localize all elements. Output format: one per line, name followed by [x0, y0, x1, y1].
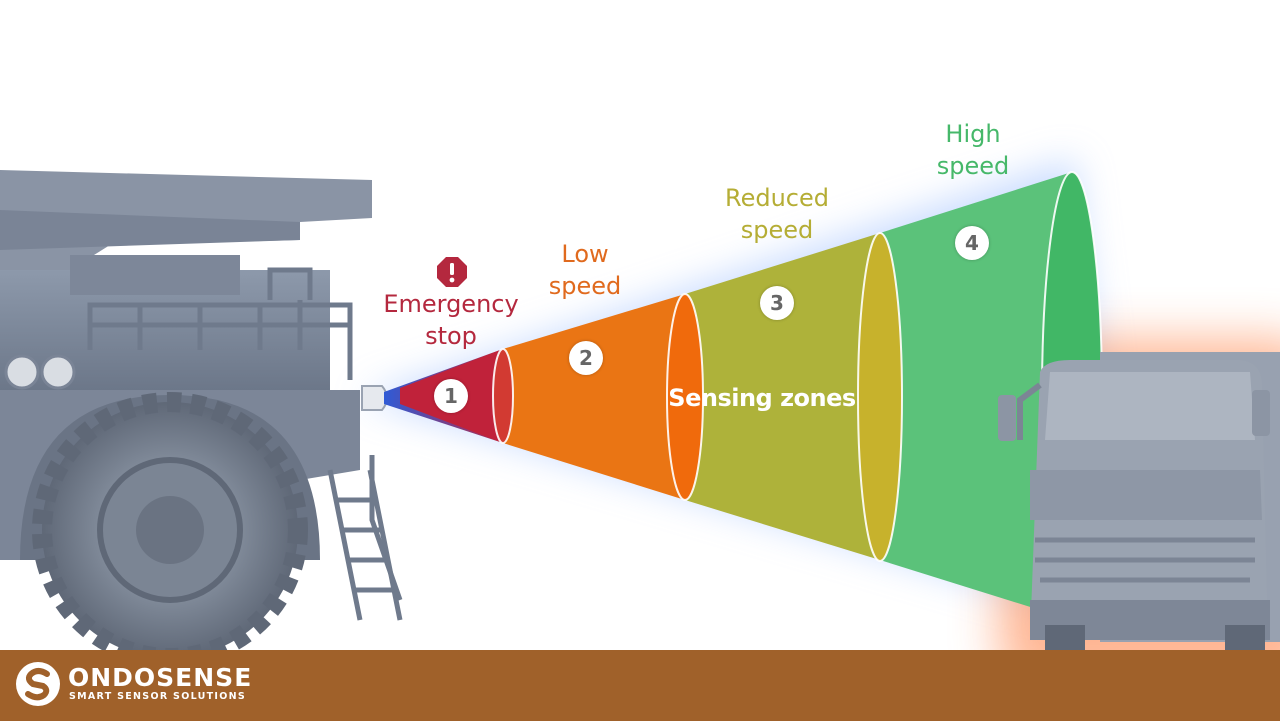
- zone-4-label: High speed: [937, 118, 1010, 182]
- exclamation-octagon-icon: [437, 257, 467, 287]
- zone-3-number-badge: 3: [760, 286, 794, 320]
- brand-tagline: SMART SENSOR SOLUTIONS: [69, 691, 246, 702]
- ground-strip: [0, 650, 1280, 721]
- zone-2-number-badge: 2: [569, 341, 603, 375]
- zone-4-label-line2: speed: [936, 152, 1010, 180]
- zone-3-label-line1: Reduced: [724, 184, 830, 212]
- zone-2-label: Low speed: [549, 238, 622, 302]
- brand-name: ONDOSENSE: [68, 663, 253, 692]
- zone-1-label-line2: stop: [425, 322, 477, 350]
- zone-3-segment: [685, 232, 903, 562]
- zone-3-label: Reduced speed: [725, 182, 829, 246]
- mining-truck: [0, 170, 403, 668]
- zone-2-segment: [503, 293, 704, 501]
- zone-2-label-line1: Low: [561, 240, 609, 268]
- zone-2-label-line2: speed: [548, 272, 622, 300]
- zone-3-label-line2: speed: [740, 216, 814, 244]
- ondosense-s-logo-icon: [16, 662, 60, 706]
- zone-4-number-badge: 4: [955, 226, 989, 260]
- zone-4-label-line1: High: [945, 120, 1001, 148]
- zone-1-label: Emergency stop: [383, 288, 518, 352]
- sensing-zones-title: Sensing zones: [668, 384, 856, 412]
- zone-1-number-badge: 1: [434, 379, 468, 413]
- zone-1-label-line1: Emergency: [383, 290, 519, 318]
- obstacle-truck: [998, 352, 1280, 655]
